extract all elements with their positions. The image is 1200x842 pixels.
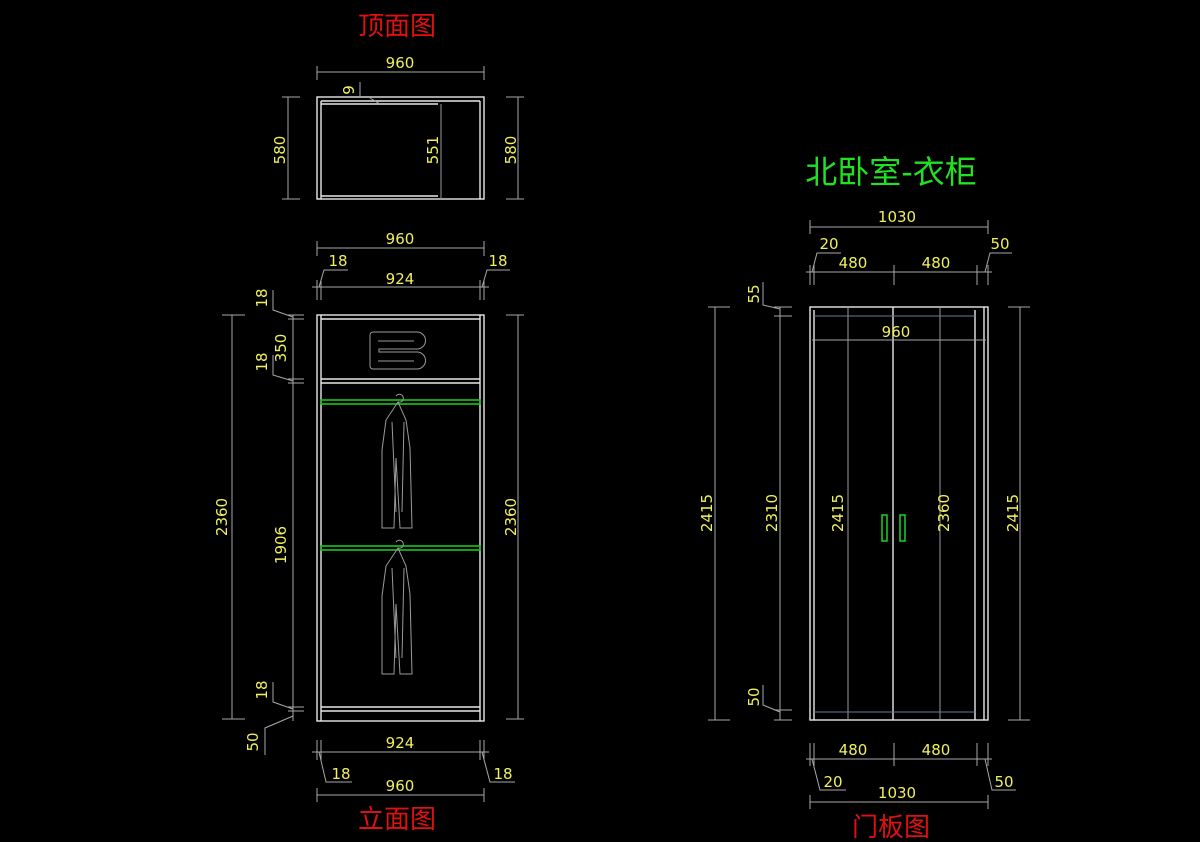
- dim-inner-width: 960: [882, 323, 911, 341]
- dim-right-side-top: 18: [488, 252, 507, 270]
- dim-shelf: 18: [253, 352, 271, 371]
- dim-overall-width-top: 960: [386, 230, 415, 248]
- dim-door-overall-top: 1030: [878, 208, 916, 226]
- dim-top-width: 960: [386, 54, 415, 72]
- title-top-view: 顶面图: [358, 12, 436, 42]
- dim-height-door-right: 2360: [935, 494, 953, 532]
- dim-top-compartment: 350: [272, 334, 290, 363]
- title-door-view: 门板图: [852, 813, 930, 842]
- hanging-jacket-icon: [381, 539, 413, 675]
- dim-height-left: 2360: [213, 498, 231, 536]
- dim-top-panel: 9: [340, 85, 358, 95]
- hanging-rod-lower: [320, 545, 481, 551]
- top-view: [316, 96, 485, 200]
- elevation-dimensions: 960 924 18 18 2360 18 350 18 1906 18 50 …: [213, 230, 524, 802]
- dim-overall-width-bottom: 960: [386, 777, 415, 795]
- dim-height-right: 2360: [502, 498, 520, 536]
- dim-height-outer-right: 2415: [1004, 494, 1022, 532]
- title-drawing: 北卧室-衣柜: [805, 153, 977, 191]
- dim-left-side-top: 18: [328, 252, 347, 270]
- door-handle-right: [899, 514, 906, 542]
- dim-door-left-bottom: 480: [839, 741, 868, 759]
- dim-height-inner-left: 2310: [763, 494, 781, 532]
- dim-right-side-bottom: 18: [493, 765, 512, 783]
- door-dimensions: 1030 480 480 20 50 55 960 2415 2310 2415…: [698, 208, 1030, 809]
- dim-top-depth-left: 580: [271, 136, 289, 165]
- dim-left-side-bottom: 18: [331, 765, 350, 783]
- dim-right-gap-top: 50: [990, 235, 1009, 253]
- dim-bottom-gap: 50: [745, 687, 763, 706]
- title-elevation: 立面图: [358, 805, 436, 835]
- hanging-rod-upper: [320, 399, 481, 405]
- dim-plinth: 50: [244, 732, 262, 751]
- dim-inner-width-bottom: 924: [386, 734, 415, 752]
- dim-left-gap-top: 20: [819, 235, 838, 253]
- dim-top-depth-right: 580: [502, 136, 520, 165]
- dim-top-gap: 55: [745, 284, 763, 303]
- dim-bottom-panel: 18: [253, 680, 271, 699]
- top-view-dimensions: 960 9 580 551 580: [271, 54, 524, 200]
- dim-inner-width-top: 924: [386, 270, 415, 288]
- dim-left-gap-bottom: 20: [823, 773, 842, 791]
- door-view: [809, 306, 989, 721]
- dim-hanging: 1906: [272, 526, 290, 564]
- dim-height-door-left: 2415: [829, 494, 847, 532]
- dim-top-inner-depth: 551: [424, 136, 442, 165]
- door-handle-left: [881, 514, 888, 542]
- dim-door-left-top: 480: [839, 254, 868, 272]
- dim-height-outer-left: 2415: [698, 494, 716, 532]
- elevation-view: [316, 314, 485, 722]
- folded-towel-icon: [369, 331, 426, 370]
- dim-door-right-bottom: 480: [922, 741, 951, 759]
- dim-top-panel: 18: [253, 288, 271, 307]
- dim-door-overall-bottom: 1030: [878, 784, 916, 802]
- hanging-jacket-icon: [381, 393, 413, 529]
- dim-right-gap-bottom: 50: [994, 773, 1013, 791]
- dim-door-right-top: 480: [922, 254, 951, 272]
